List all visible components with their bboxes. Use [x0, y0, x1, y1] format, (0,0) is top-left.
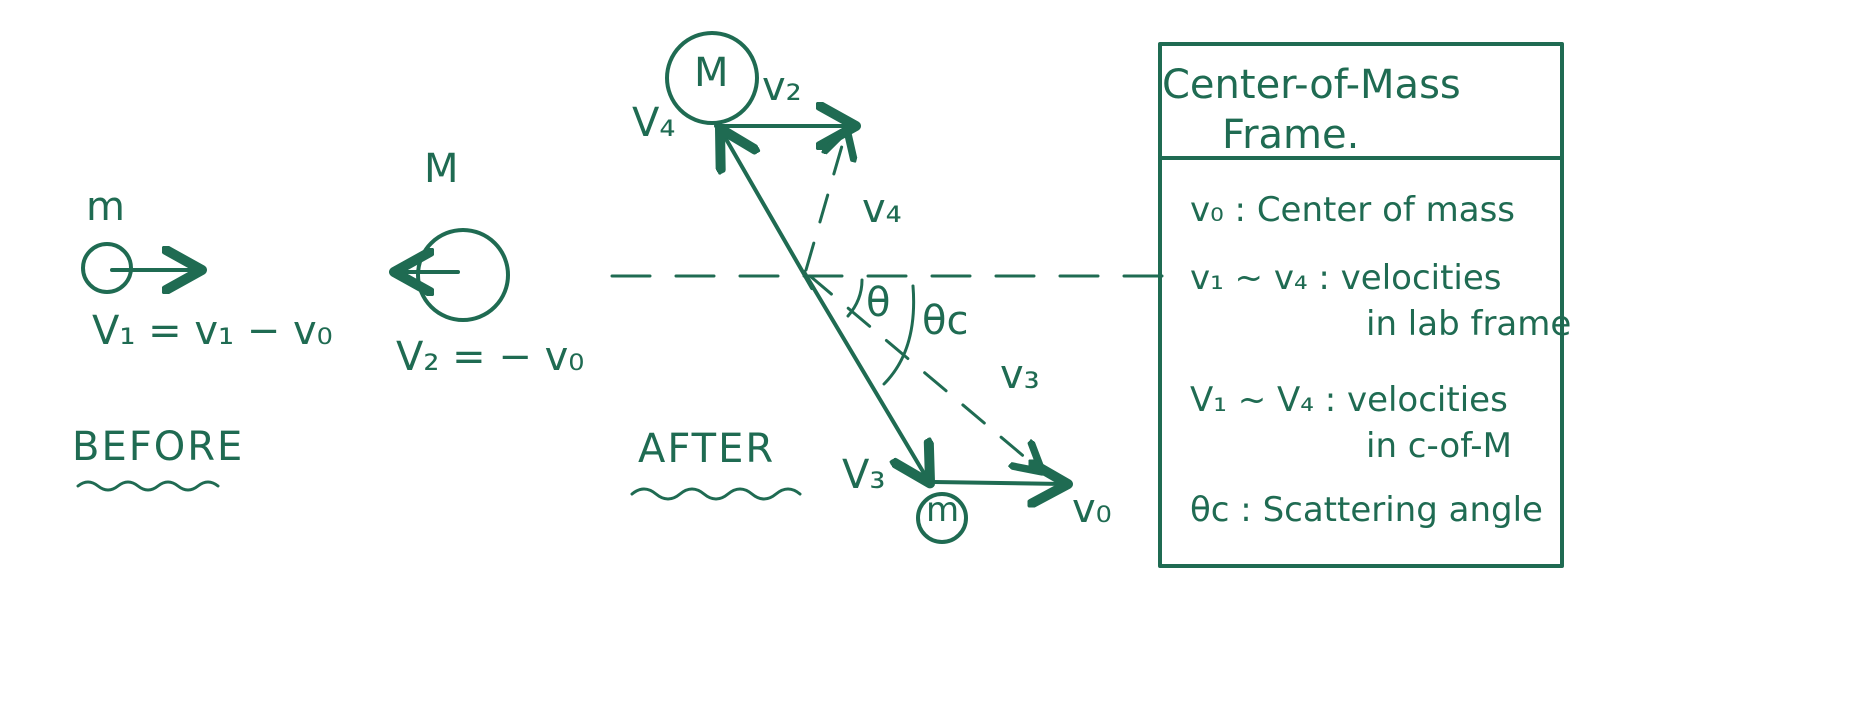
legend-line-V1-V4: V₁ ~ V₄ : velocities	[1190, 380, 1508, 420]
theta-label: θ	[866, 280, 891, 326]
small-mass-label-after: m	[926, 490, 960, 530]
V1-equation: V₁ = v₁ − v₀	[92, 308, 333, 354]
legend-line-scattering-angle: θc : Scattering angle	[1190, 490, 1543, 530]
legend-box	[1158, 42, 1564, 568]
theta-c-arc	[882, 284, 916, 386]
v0-label: v₀	[1072, 486, 1112, 532]
legend-title-line1: Center-of-Mass	[1162, 62, 1461, 108]
V3-arrow	[802, 270, 928, 480]
big-mass-circle-before	[416, 228, 510, 322]
before-underline	[76, 480, 220, 492]
small-mass-label-before: m	[86, 184, 125, 230]
V3-label: V₃	[842, 452, 886, 498]
small-mass-circle-after	[916, 492, 968, 544]
V2-equation: V₂ = − v₀	[396, 334, 585, 380]
v3-dashed-arrow	[808, 274, 1040, 470]
legend-title-line2: Frame.	[1222, 112, 1360, 158]
v2-label: v₂	[762, 64, 802, 110]
after-title: AFTER	[638, 426, 776, 472]
v3-label: v₃	[1000, 352, 1040, 398]
after-underline	[630, 487, 802, 501]
v4-label: v₄	[862, 186, 902, 232]
theta-c-label: θc	[922, 298, 969, 344]
v0-arrow	[932, 482, 1064, 484]
v4-dashed-arrow	[804, 132, 846, 272]
before-title: BEFORE	[72, 424, 245, 470]
big-mass-circle-after	[665, 31, 759, 125]
legend-line-lab-frame: in lab frame	[1366, 304, 1572, 344]
big-mass-label-after: M	[694, 50, 729, 96]
legend-line-v0: v₀ : Center of mass	[1190, 190, 1516, 230]
V4-label: V₄	[632, 100, 676, 146]
legend-line-v1-v4: v₁ ~ v₄ : velocities	[1190, 258, 1502, 298]
legend-line-c-of-m: in c-of-M	[1366, 426, 1512, 466]
big-mass-label-before: M	[424, 146, 459, 192]
V4-arrow	[722, 132, 814, 290]
theta-arc	[846, 278, 864, 318]
